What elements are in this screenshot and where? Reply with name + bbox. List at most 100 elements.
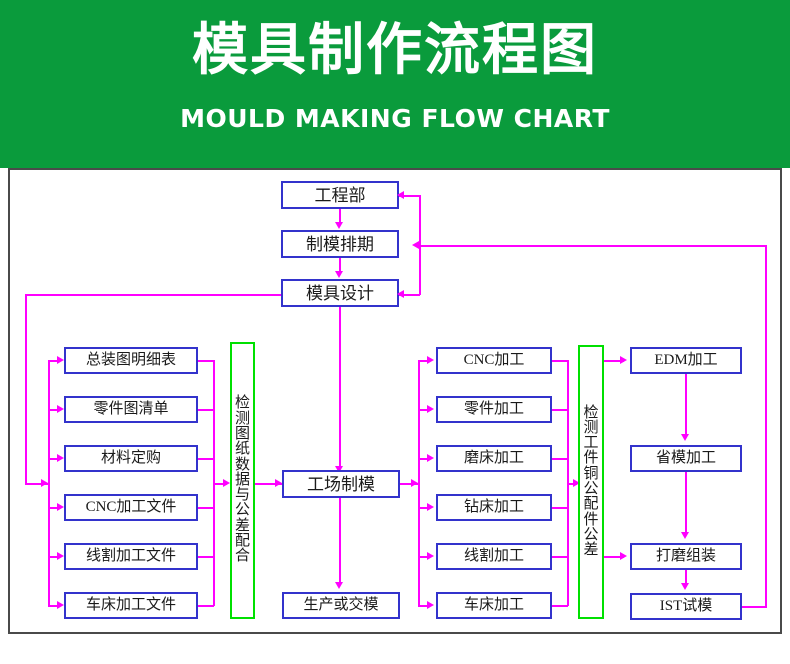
collect-lathe-machining <box>552 605 568 607</box>
arrowhead-engineering-dept <box>397 191 404 199</box>
check-parts-char: 公 <box>583 526 599 543</box>
arrowhead-mould-design-right <box>397 290 404 298</box>
node-material-order[interactable]: 材料定购 <box>64 445 198 472</box>
arrowhead-grinding <box>427 454 434 462</box>
node-lathe-machining[interactable]: 车床加工 <box>436 592 552 619</box>
check-parts-char: 配 <box>583 496 599 513</box>
node-drilling-machining[interactable]: 钻床加工 <box>436 494 552 521</box>
node-mould-schedule[interactable]: 制模排期 <box>281 230 399 258</box>
connector-edm-to-polishing <box>685 374 687 435</box>
arrowhead-wirecut-machining <box>427 552 434 560</box>
collect-material-order <box>198 458 214 460</box>
collect-bus-to-check-parts <box>567 483 577 485</box>
node-lathe-machining-file[interactable]: 车床加工文件 <box>64 592 198 619</box>
collect-wirecut-machining <box>552 556 568 558</box>
node-cnc-machining-file[interactable]: CNC加工文件 <box>64 494 198 521</box>
arrowhead-mould-polishing <box>681 434 689 441</box>
branch-to-wirecut-machining <box>418 556 430 558</box>
left-bus-outer-vertical <box>25 294 27 484</box>
check-drawings-char: 图 <box>234 425 250 442</box>
arrowhead-check-parts <box>573 479 580 487</box>
arrowhead-wirecut-file <box>57 552 64 560</box>
node-part-drawing-list[interactable]: 零件图清单 <box>64 396 198 423</box>
arrowhead-feedback-into-branch <box>412 241 419 249</box>
node-wirecut-machining-file[interactable]: 线割加工文件 <box>64 543 198 570</box>
check-drawings-char: 纸 <box>234 441 250 458</box>
check-drawings-char: 测 <box>234 410 250 427</box>
arrowhead-ist-trial <box>681 583 689 590</box>
connector-assembly-to-ist <box>685 570 687 584</box>
collect-wirecut-file <box>198 556 214 558</box>
node-production-or-delivery[interactable]: 生产或交模 <box>282 592 400 619</box>
check-drawings-char: 公 <box>234 502 250 519</box>
connector-check-parts-to-polish-assembly <box>604 556 624 558</box>
check-parts-char: 检 <box>583 404 599 421</box>
connector-check-parts-to-edm <box>604 360 624 362</box>
arrowhead-material-order <box>57 454 64 462</box>
arrowhead-cnc-file <box>57 503 64 511</box>
collect-drilling <box>552 507 568 509</box>
connector-workshop-to-production <box>339 498 341 583</box>
node-check-workpiece-electrode-tolerance[interactable]: 检 测 工 件 铜 公 配 件 公 差 <box>578 345 604 619</box>
arrowhead-part-drawing-list <box>57 405 64 413</box>
collect-part-drawing-list <box>198 409 214 411</box>
check-drawings-char: 与 <box>234 487 250 504</box>
node-ist-trial-mould[interactable]: IST试模 <box>630 593 742 620</box>
branch-to-cnc-file <box>48 507 60 509</box>
feedback-to-mould-design <box>399 294 420 296</box>
arrowhead-cnc-machining <box>427 356 434 364</box>
arrowhead-assembly-list <box>57 356 64 364</box>
branch-to-part-machining <box>418 409 430 411</box>
arrowhead-part-machining <box>427 405 434 413</box>
node-polish-assembly[interactable]: 打磨组装 <box>630 543 742 570</box>
node-wirecut-machining[interactable]: 线割加工 <box>436 543 552 570</box>
branch-to-part-drawing-list <box>48 409 60 411</box>
arrowhead-machining-bus <box>411 479 418 487</box>
node-cnc-machining[interactable]: CNC加工 <box>436 347 552 374</box>
header-banner: 模具制作流程图 MOULD MAKING FLOW CHART <box>0 0 790 168</box>
branch-to-cnc-machining <box>418 360 430 362</box>
left-bus-to-inner <box>25 483 48 485</box>
arrowhead-check-drawings <box>223 479 230 487</box>
arrowhead-lathe-machining <box>427 601 434 609</box>
check-parts-char: 件 <box>583 511 599 528</box>
node-mould-polishing[interactable]: 省模加工 <box>630 445 742 472</box>
branch-to-grinding <box>418 458 430 460</box>
branch-to-material-order <box>48 458 60 460</box>
arrowhead-design <box>335 271 343 278</box>
connector-workshop-to-machining-bus <box>400 483 418 485</box>
arrowhead-polish-assembly-top <box>681 532 689 539</box>
check-parts-char: 测 <box>583 419 599 436</box>
collect-cnc-machining <box>552 360 568 362</box>
node-assembly-drawing-list[interactable]: 总装图明细表 <box>64 347 198 374</box>
check-drawings-char: 据 <box>234 471 250 488</box>
node-part-machining[interactable]: 零件加工 <box>436 396 552 423</box>
flowchart-frame: 工程部 制模排期 模具设计 <box>8 168 782 634</box>
node-grinding-machining[interactable]: 磨床加工 <box>436 445 552 472</box>
branch-to-lathe-file <box>48 605 60 607</box>
arrowhead-lathe-file <box>57 601 64 609</box>
check-drawings-char: 合 <box>234 548 250 565</box>
check-parts-char: 件 <box>583 450 599 467</box>
feedback-branch-vertical <box>419 195 421 295</box>
node-engineering-dept[interactable]: 工程部 <box>281 181 399 209</box>
arrowhead-schedule <box>335 222 343 229</box>
feedback-bus-horizontal <box>419 245 766 247</box>
branch-to-assembly-list <box>48 360 60 362</box>
page-title: 模具制作流程图 <box>192 18 598 83</box>
machining-bus-vertical <box>418 360 420 606</box>
arrowhead-workshop-top <box>335 466 343 473</box>
connector-schedule-to-design <box>339 258 341 272</box>
check-parts-char: 公 <box>583 481 599 497</box>
check-drawings-char: 检 <box>234 395 250 412</box>
node-workshop-mould-making[interactable]: 工场制模 <box>282 470 400 498</box>
node-mould-design[interactable]: 模具设计 <box>281 279 399 307</box>
node-check-drawing-data-tolerance[interactable]: 检 测 图 纸 数 据 与 公 差 配 合 <box>230 342 255 619</box>
check-parts-char: 铜 <box>583 465 599 482</box>
node-edm-machining[interactable]: EDM加工 <box>630 347 742 374</box>
check-drawings-char: 差 <box>234 517 250 534</box>
branch-to-drilling <box>418 507 430 509</box>
collect-lathe-file <box>198 605 214 607</box>
collect-grinding <box>552 458 568 460</box>
